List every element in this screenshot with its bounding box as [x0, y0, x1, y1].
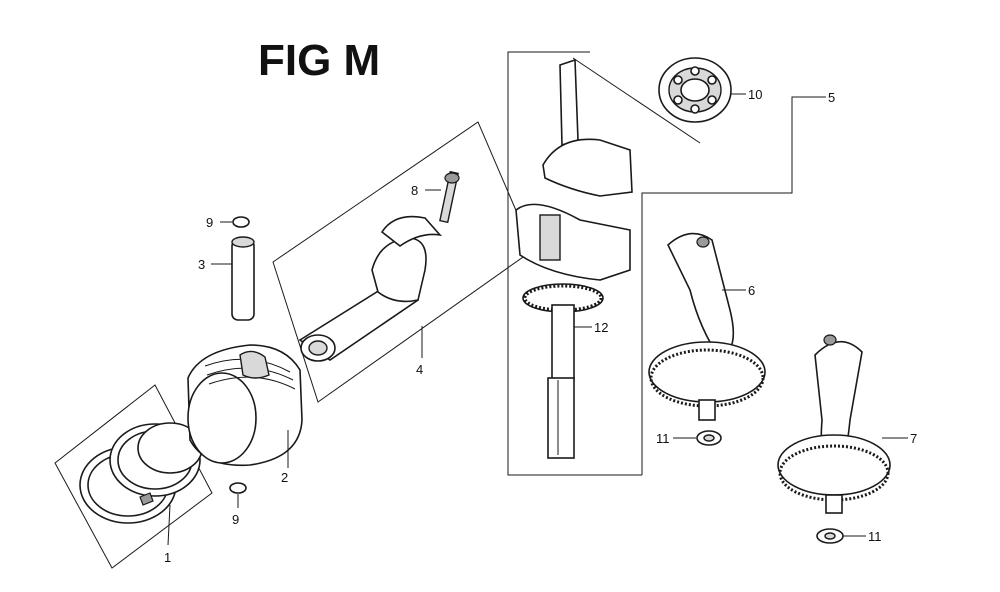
bearing-inner-race	[680, 78, 710, 102]
callout-2: 2	[281, 470, 288, 485]
callout-3: 3	[198, 257, 205, 272]
conrod-small-end-bore	[308, 340, 328, 356]
callout-9a: 9	[206, 215, 213, 230]
callout-10: 10	[748, 87, 762, 102]
callout-11a: 11	[656, 431, 670, 446]
washer-upper: 11	[656, 430, 722, 446]
piston-ring-set: 1	[54, 384, 213, 569]
washer-lower: 11	[816, 528, 882, 544]
crank-7-gear	[777, 434, 891, 496]
callout-11b: 11	[868, 529, 882, 544]
crank-web-upper	[542, 138, 633, 197]
callout-6: 6	[748, 283, 755, 298]
washer-2-hole	[824, 532, 836, 540]
piston: 2	[187, 344, 303, 485]
crankshaft-taper	[559, 58, 579, 147]
ring-gap	[139, 492, 154, 506]
crankshaft-frame-left	[507, 51, 642, 476]
piston-pin: 3	[198, 236, 255, 321]
crankshaft-shaft-lower	[547, 377, 575, 459]
conrod-cap	[380, 215, 443, 247]
ball-bearing: 10	[572, 57, 762, 144]
callout-12: 12	[594, 320, 608, 335]
callout-4: 4	[416, 362, 423, 377]
bearing-guide-line	[572, 57, 701, 144]
crank-6-arm	[667, 232, 735, 359]
ring-set-frame	[54, 384, 213, 569]
figure-title: FIG M	[258, 36, 380, 85]
callout-8: 8	[411, 183, 418, 198]
callout-1: 1	[164, 550, 171, 565]
crankshaft-frame-right	[641, 96, 826, 475]
piston-pin-body	[231, 239, 255, 321]
crank-6-stub	[698, 399, 716, 421]
crank-6-gear-teeth	[649, 348, 765, 408]
crankshaft-with-gear: 6	[648, 232, 766, 421]
washer-1-hole	[703, 434, 715, 442]
bearing-ball	[673, 95, 683, 105]
piston-pin-clip-bottom: 9	[229, 482, 247, 527]
clip-bottom	[229, 482, 247, 494]
callout-9b: 9	[232, 512, 239, 527]
crank-pin	[539, 214, 561, 261]
piston-pin-boss	[239, 350, 270, 379]
piston-pin-clip-top: 9	[206, 215, 250, 230]
bearing-ball	[690, 66, 700, 76]
conrod-big-end	[371, 237, 427, 303]
piston-pin-end	[231, 236, 255, 248]
piston-crown	[187, 372, 257, 464]
crank-7-stub	[825, 494, 843, 514]
leader-1	[167, 504, 171, 546]
crankshaft-shaft-upper	[551, 304, 575, 381]
callout-7: 7	[910, 431, 917, 446]
crankshaft-with-gear-alt: 7	[777, 334, 917, 514]
crankshaft-assembly: 5	[507, 51, 835, 476]
crankshaft: 12	[515, 58, 633, 459]
rod-bolt	[439, 170, 459, 224]
crank-web-lower	[515, 203, 631, 281]
callout-5: 5	[828, 90, 835, 105]
clip-top	[232, 216, 250, 228]
bearing-ball	[707, 95, 717, 105]
crank-6-pin	[696, 236, 710, 248]
crank-7-pin	[823, 334, 837, 346]
connecting-rod-assembly: 8 4	[272, 121, 534, 403]
bearing-ball	[707, 75, 717, 85]
bearing-ball	[690, 104, 700, 114]
rod-bolt-head	[444, 172, 460, 184]
crank-6-gear	[648, 341, 766, 403]
bearing-ball	[673, 75, 683, 85]
